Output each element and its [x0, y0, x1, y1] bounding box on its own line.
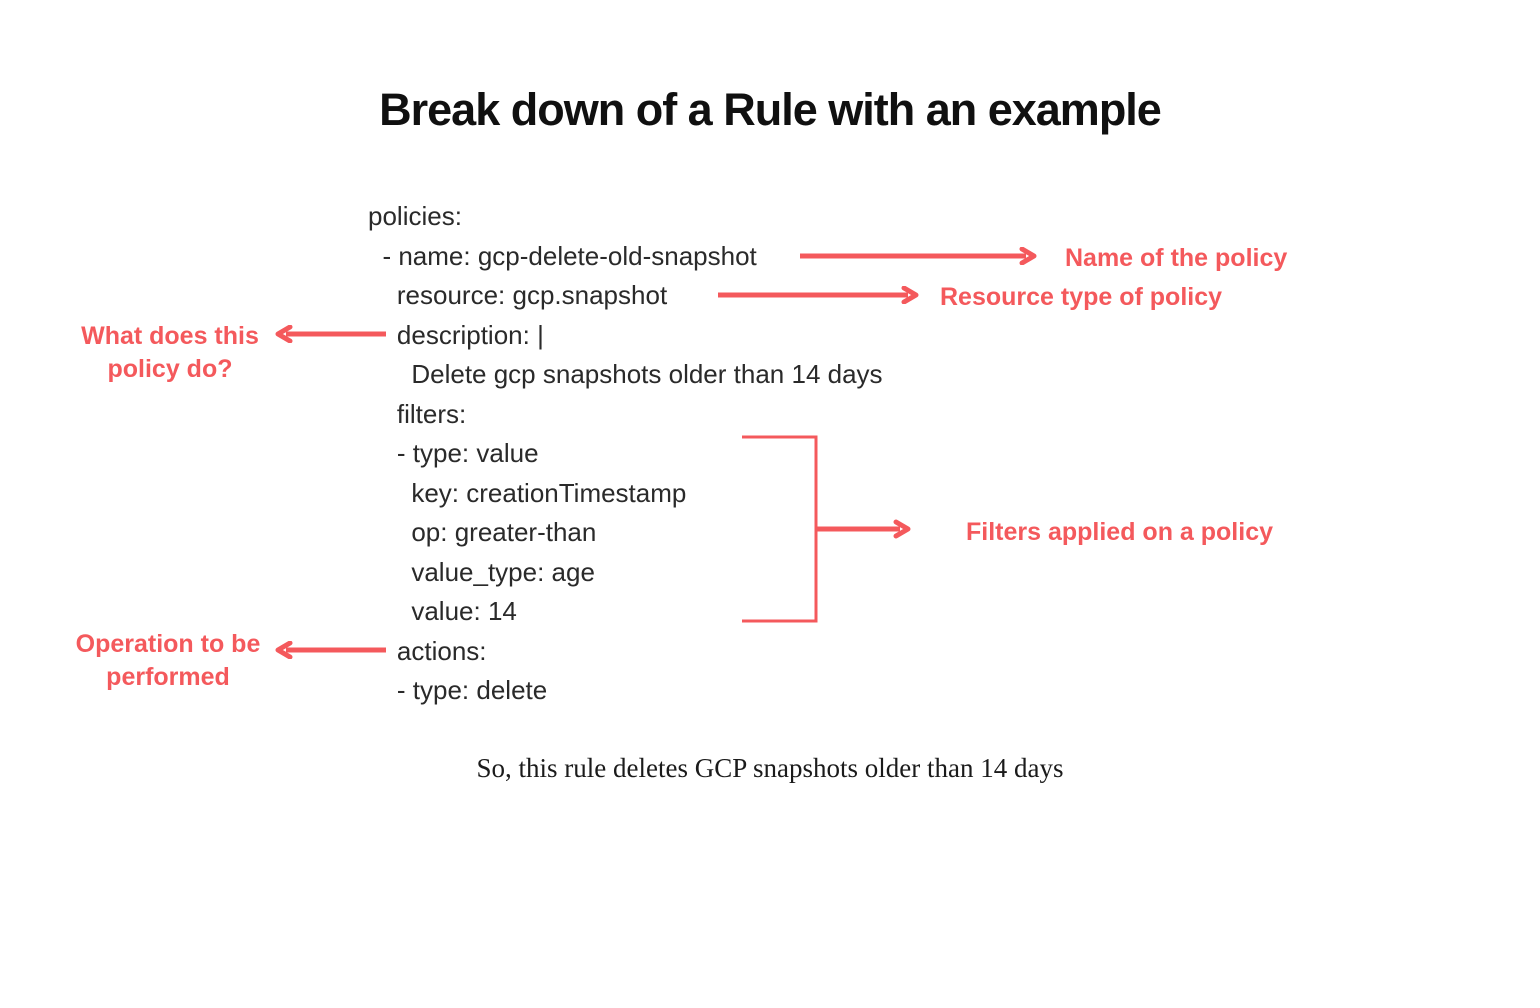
actions-annotation-label: Operation to be performed [75, 630, 261, 691]
description-annotation-label: What does this policy do? [81, 322, 259, 383]
yaml-line-resource: resource: gcp.snapshot [368, 280, 668, 310]
yaml-line-filter-key: key: creationTimestamp [368, 477, 687, 508]
name-annotation-label: Name of the policy [1065, 244, 1288, 272]
yaml-line-action-type: - type: delete [368, 675, 548, 705]
page-title: Break down of a Rule with an example [379, 84, 1162, 135]
yaml-line-policies: policies: [368, 201, 462, 231]
yaml-line-filter-op: op: greater-than [368, 517, 597, 547]
yaml-line-filters: filters: [368, 398, 467, 429]
yaml-line-value: value: 14 [368, 596, 517, 626]
yaml-line-filter-type: - type: value [368, 438, 539, 468]
yaml-line-actions: actions: [368, 635, 487, 666]
filters-annotation-label: Filters applied on a policy [966, 518, 1274, 546]
arrow-right-icon [718, 286, 919, 304]
arrow-left-icon [275, 641, 386, 659]
bracket-arrow-icon [742, 435, 911, 623]
yaml-code-block: policies: - name: gcp-delete-old-snapsho… [368, 197, 883, 711]
arrow-left-icon [275, 325, 386, 343]
yaml-line-value-type: value_type: age [368, 556, 595, 587]
arrow-right-icon [800, 247, 1037, 265]
summary-text: So, this rule deletes GCP snapshots olde… [476, 753, 1064, 783]
yaml-line-name: - name: gcp-delete-old-snapshot [368, 240, 757, 271]
resource-annotation-label: Resource type of policy [940, 283, 1223, 311]
yaml-line-desc-text: Delete gcp snapshots older than 14 days [368, 359, 883, 389]
yaml-line-description: description: | [368, 319, 544, 350]
